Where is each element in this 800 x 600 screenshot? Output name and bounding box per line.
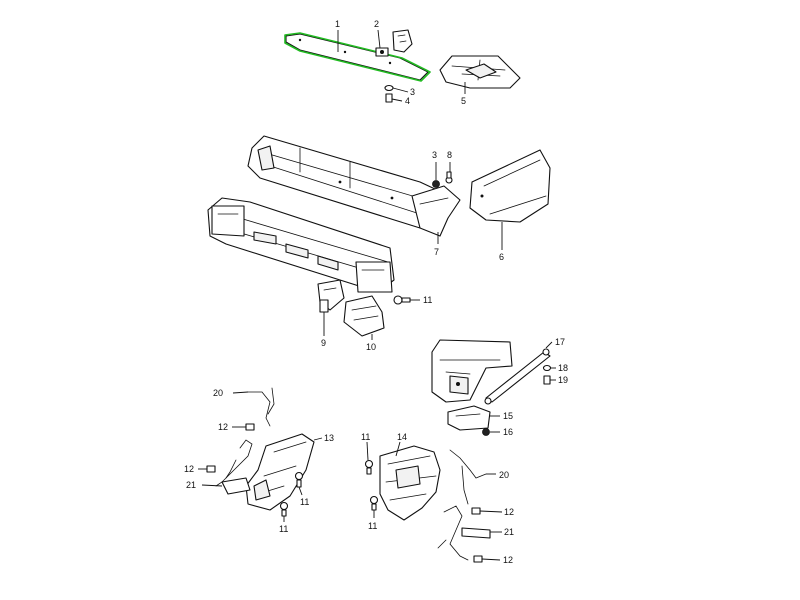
part-11-bolt-left-a[interactable] — [294, 471, 304, 488]
part-3-washer-top[interactable] — [384, 84, 394, 92]
callout-2: 2 — [374, 19, 379, 29]
callout-12-right-a: 12 — [504, 507, 514, 517]
part-21-bracket-left[interactable] — [221, 477, 251, 495]
part-19-bolt[interactable] — [543, 375, 551, 385]
part-11-bolt-left-b[interactable] — [279, 501, 289, 517]
callout-17: 17 — [555, 337, 565, 347]
lower-reinforcement-beam[interactable] — [207, 197, 395, 293]
callout-3-top: 3 — [410, 87, 415, 97]
callout-11-mid: 11 — [423, 295, 432, 305]
callout-11-right-a: 11 — [361, 432, 370, 442]
callout-11-left-b: 11 — [279, 524, 288, 534]
left-guard-assembly: 20 12 13 12 21 11 11 — [184, 387, 334, 534]
callout-10: 10 — [366, 342, 376, 352]
right-guard-assembly: 11 14 20 12 11 21 12 — [361, 432, 514, 565]
part-14-guard-right[interactable] — [379, 445, 441, 521]
callout-20-left: 20 — [213, 388, 223, 398]
callout-7: 7 — [434, 247, 439, 257]
callout-12-left-a: 12 — [218, 422, 228, 432]
callout-1: 1 — [335, 19, 340, 29]
part-1-strip[interactable] — [284, 32, 431, 82]
callout-5: 5 — [461, 96, 466, 106]
part-13-guard-left[interactable] — [245, 433, 315, 511]
callout-16: 16 — [503, 427, 513, 437]
part-5-end-bracket[interactable] — [439, 55, 521, 89]
callout-9: 9 — [321, 338, 326, 348]
part-6-end-cap[interactable] — [469, 149, 551, 223]
part-11-bolt-right-a[interactable] — [364, 459, 374, 475]
part-12-clip-left-b[interactable] — [206, 465, 216, 473]
part-12-clip-right-b[interactable] — [473, 555, 483, 563]
callout-11-right-b: 11 — [368, 521, 377, 531]
callout-3-mid: 3 — [432, 150, 437, 160]
part-10-lower-bracket[interactable] — [343, 295, 385, 337]
part-9-clip[interactable] — [319, 299, 329, 313]
callout-19: 19 — [558, 375, 568, 385]
callout-20-right: 20 — [499, 470, 509, 480]
upper-strip-assembly: 1 2 3 4 5 — [284, 19, 521, 106]
part-20-wire-left[interactable] — [247, 387, 275, 427]
part-4-bolt-top[interactable] — [385, 93, 393, 103]
part-3-nut-mid[interactable] — [432, 180, 440, 188]
part-15-bracket[interactable] — [447, 405, 491, 431]
body-mount-section[interactable] — [431, 339, 513, 403]
callout-12-left-b: 12 — [184, 464, 194, 474]
callout-6: 6 — [499, 252, 504, 262]
callout-11-left-a: 11 — [300, 497, 309, 507]
callout-8: 8 — [447, 150, 452, 160]
callout-21-right: 21 — [504, 527, 514, 537]
callout-15: 15 — [503, 411, 513, 421]
bumper-reinforcement-assembly: 3 8 6 7 11 9 10 — [207, 135, 551, 352]
callout-21-left: 21 — [186, 480, 196, 490]
part-18-washer[interactable] — [542, 364, 552, 372]
part-12-clip-right-a[interactable] — [471, 507, 481, 515]
callout-4: 4 — [405, 96, 410, 106]
callout-13: 13 — [324, 433, 334, 443]
part-17-stay-rod[interactable] — [484, 348, 551, 405]
part-2-bracket[interactable] — [375, 29, 413, 57]
callout-12-right-b: 12 — [503, 555, 513, 565]
part-20-wire-right[interactable] — [449, 449, 487, 505]
part-11-bolt-right-b[interactable] — [369, 495, 379, 511]
part-12-clip-left-a[interactable] — [245, 423, 255, 431]
wire-harness-right[interactable] — [437, 505, 469, 561]
upper-beam[interactable] — [247, 135, 451, 229]
stay-bracket-assembly: 17 18 19 15 16 — [431, 337, 568, 437]
part-16-nut[interactable] — [482, 428, 490, 436]
callout-14: 14 — [397, 432, 407, 442]
part-8-bolt-mid[interactable] — [445, 171, 453, 184]
part-7-side-bracket[interactable] — [411, 185, 461, 237]
callout-18: 18 — [558, 363, 568, 373]
part-11-bolt-mid[interactable] — [393, 295, 411, 305]
part-21-bracket-right[interactable] — [461, 527, 491, 539]
